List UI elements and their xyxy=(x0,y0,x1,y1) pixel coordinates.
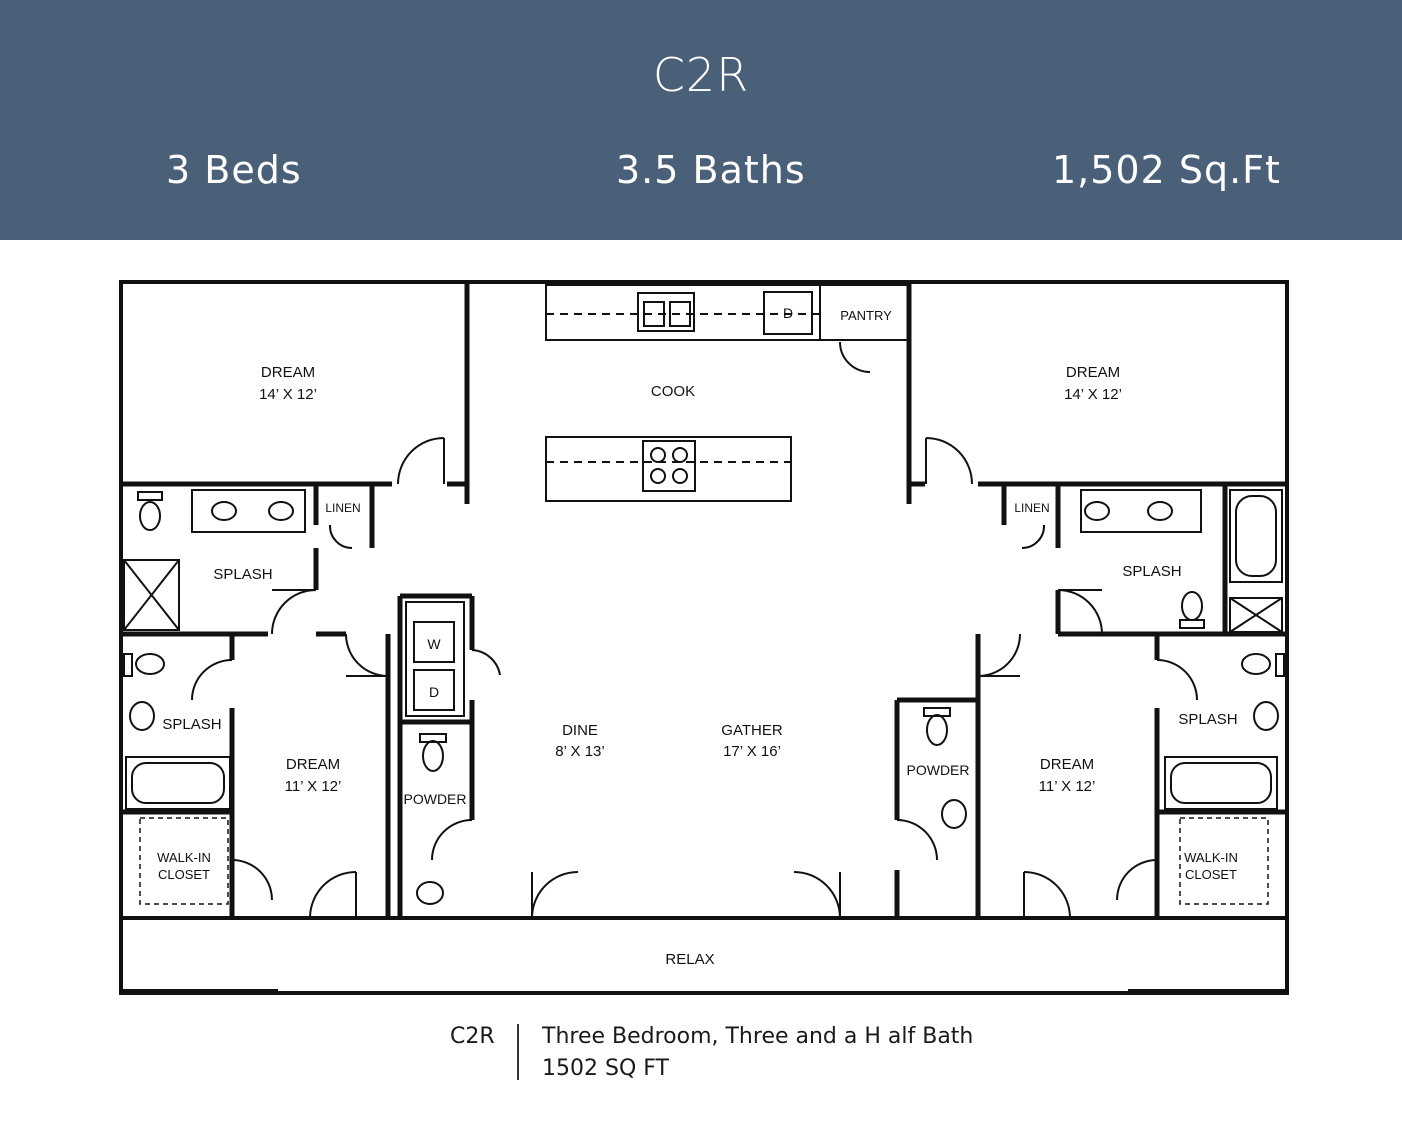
dream-bottom-right-size: 11’ X 12’ xyxy=(1039,778,1096,795)
room-labels: DREAM 14’ X 12’ DREAM 14’ X 12’ COOK PAN… xyxy=(157,305,1238,968)
splash-top-left-label: SPLASH xyxy=(213,566,272,583)
splash-top-right-label: SPLASH xyxy=(1122,563,1181,580)
dream-bottom-left-label: DREAM xyxy=(286,756,340,773)
baths-count: 3.5 Baths xyxy=(616,148,806,192)
cook-label: COOK xyxy=(651,383,695,400)
plan-header: C2R 3 Beds 3.5 Baths 1,502 Sq.Ft xyxy=(0,0,1402,240)
linen-left-label: LINEN xyxy=(325,501,360,515)
square-footage: 1,502 Sq.Ft xyxy=(1052,148,1281,192)
kitchen-island xyxy=(545,436,792,502)
floor-plan: DREAM 14’ X 12’ DREAM 14’ X 12’ COOK PAN… xyxy=(119,280,1289,995)
dream-top-left-size: 14’ X 12’ xyxy=(259,386,317,403)
outer-walls xyxy=(119,280,1289,995)
dream-bottom-right-label: DREAM xyxy=(1040,756,1094,773)
gather-size: 17’ X 16’ xyxy=(723,743,781,760)
bathroom-fixtures xyxy=(123,489,1285,905)
powder-right-label: POWDER xyxy=(907,762,970,778)
linen-right-label: LINEN xyxy=(1014,501,1049,515)
dream-top-left-label: DREAM xyxy=(261,364,315,381)
dine-size: 8’ X 13’ xyxy=(555,743,604,760)
closet-left-label-2: CLOSET xyxy=(158,867,210,882)
gather-label: GATHER xyxy=(721,722,783,739)
laundry-appliances xyxy=(405,601,465,717)
plan-title: C2R xyxy=(652,48,750,102)
footer-square-footage: 1502 SQ FT xyxy=(542,1056,669,1081)
footer-plan-code: C2R xyxy=(450,1024,495,1049)
splash-mid-right-label: SPLASH xyxy=(1178,711,1237,728)
dishwasher-label: D xyxy=(783,305,793,321)
footer-description: Three Bedroom, Three and a H alf Bath xyxy=(542,1024,974,1049)
closet-shelves xyxy=(139,817,1269,905)
powder-left-label: POWDER xyxy=(404,791,467,807)
kitchen-counter xyxy=(545,284,909,341)
dream-bottom-left-size: 11’ X 12’ xyxy=(285,778,342,795)
dine-label: DINE xyxy=(562,722,598,739)
footer-divider xyxy=(517,1024,519,1080)
door-swings xyxy=(191,341,1198,919)
beds-count: 3 Beds xyxy=(166,148,302,192)
dream-top-right-size: 14’ X 12’ xyxy=(1064,386,1122,403)
washer-label: W xyxy=(427,636,441,652)
dryer-label: D xyxy=(429,684,439,700)
closet-left-label-1: WALK-IN xyxy=(157,850,211,865)
interior-walls xyxy=(121,282,1287,918)
splash-mid-left-label: SPLASH xyxy=(162,716,221,733)
relax-label: RELAX xyxy=(665,951,714,968)
pantry-label: PANTRY xyxy=(840,308,892,323)
dream-top-right-label: DREAM xyxy=(1066,364,1120,381)
closet-right-label-2: CLOSET xyxy=(1185,867,1237,882)
closet-right-label-1: WALK-IN xyxy=(1184,850,1238,865)
